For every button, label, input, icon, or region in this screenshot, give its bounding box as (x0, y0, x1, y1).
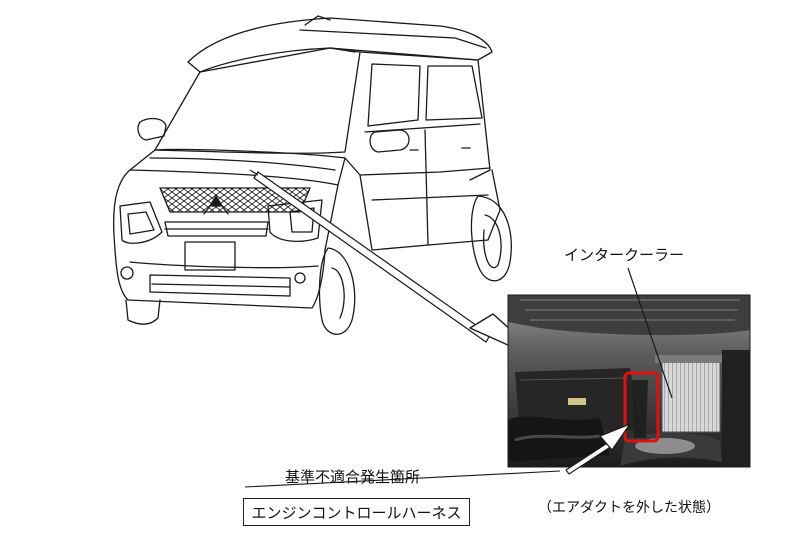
harness-highlight (623, 371, 660, 443)
harness-label-box: エンジンコントロールハーネス (243, 498, 470, 526)
car-license-plate (184, 241, 236, 271)
defect-location-label: 基準不適合発生箇所 (285, 468, 421, 486)
intercooler-leader-line (627, 267, 673, 399)
car-drawing (112, 15, 512, 335)
marker-arrow (565, 423, 631, 475)
car-emblem (203, 195, 229, 215)
car-side-window-rear (425, 65, 483, 121)
car-wheel-rear (470, 195, 512, 282)
car-mirror-right (369, 129, 410, 153)
car-headlight-left (119, 201, 163, 244)
car-headlight-right (267, 199, 323, 243)
car-roof (187, 17, 493, 73)
location-leader-line (244, 470, 561, 488)
engine-bay-photo (507, 294, 751, 468)
intercooler-label: インタークーラー (564, 246, 685, 264)
car-wheel-front (318, 247, 356, 335)
harness-label: エンジンコントロールハーネス (251, 503, 462, 522)
car-mirror-left (137, 117, 167, 141)
car-front-fascia (112, 169, 339, 309)
car-windshield (154, 47, 361, 154)
car-roof-rail (299, 29, 487, 49)
photo-caption: （エアダクトを外した状態） (538, 500, 720, 516)
intercooler-unit (661, 361, 721, 433)
car-side-window-front (367, 63, 421, 127)
